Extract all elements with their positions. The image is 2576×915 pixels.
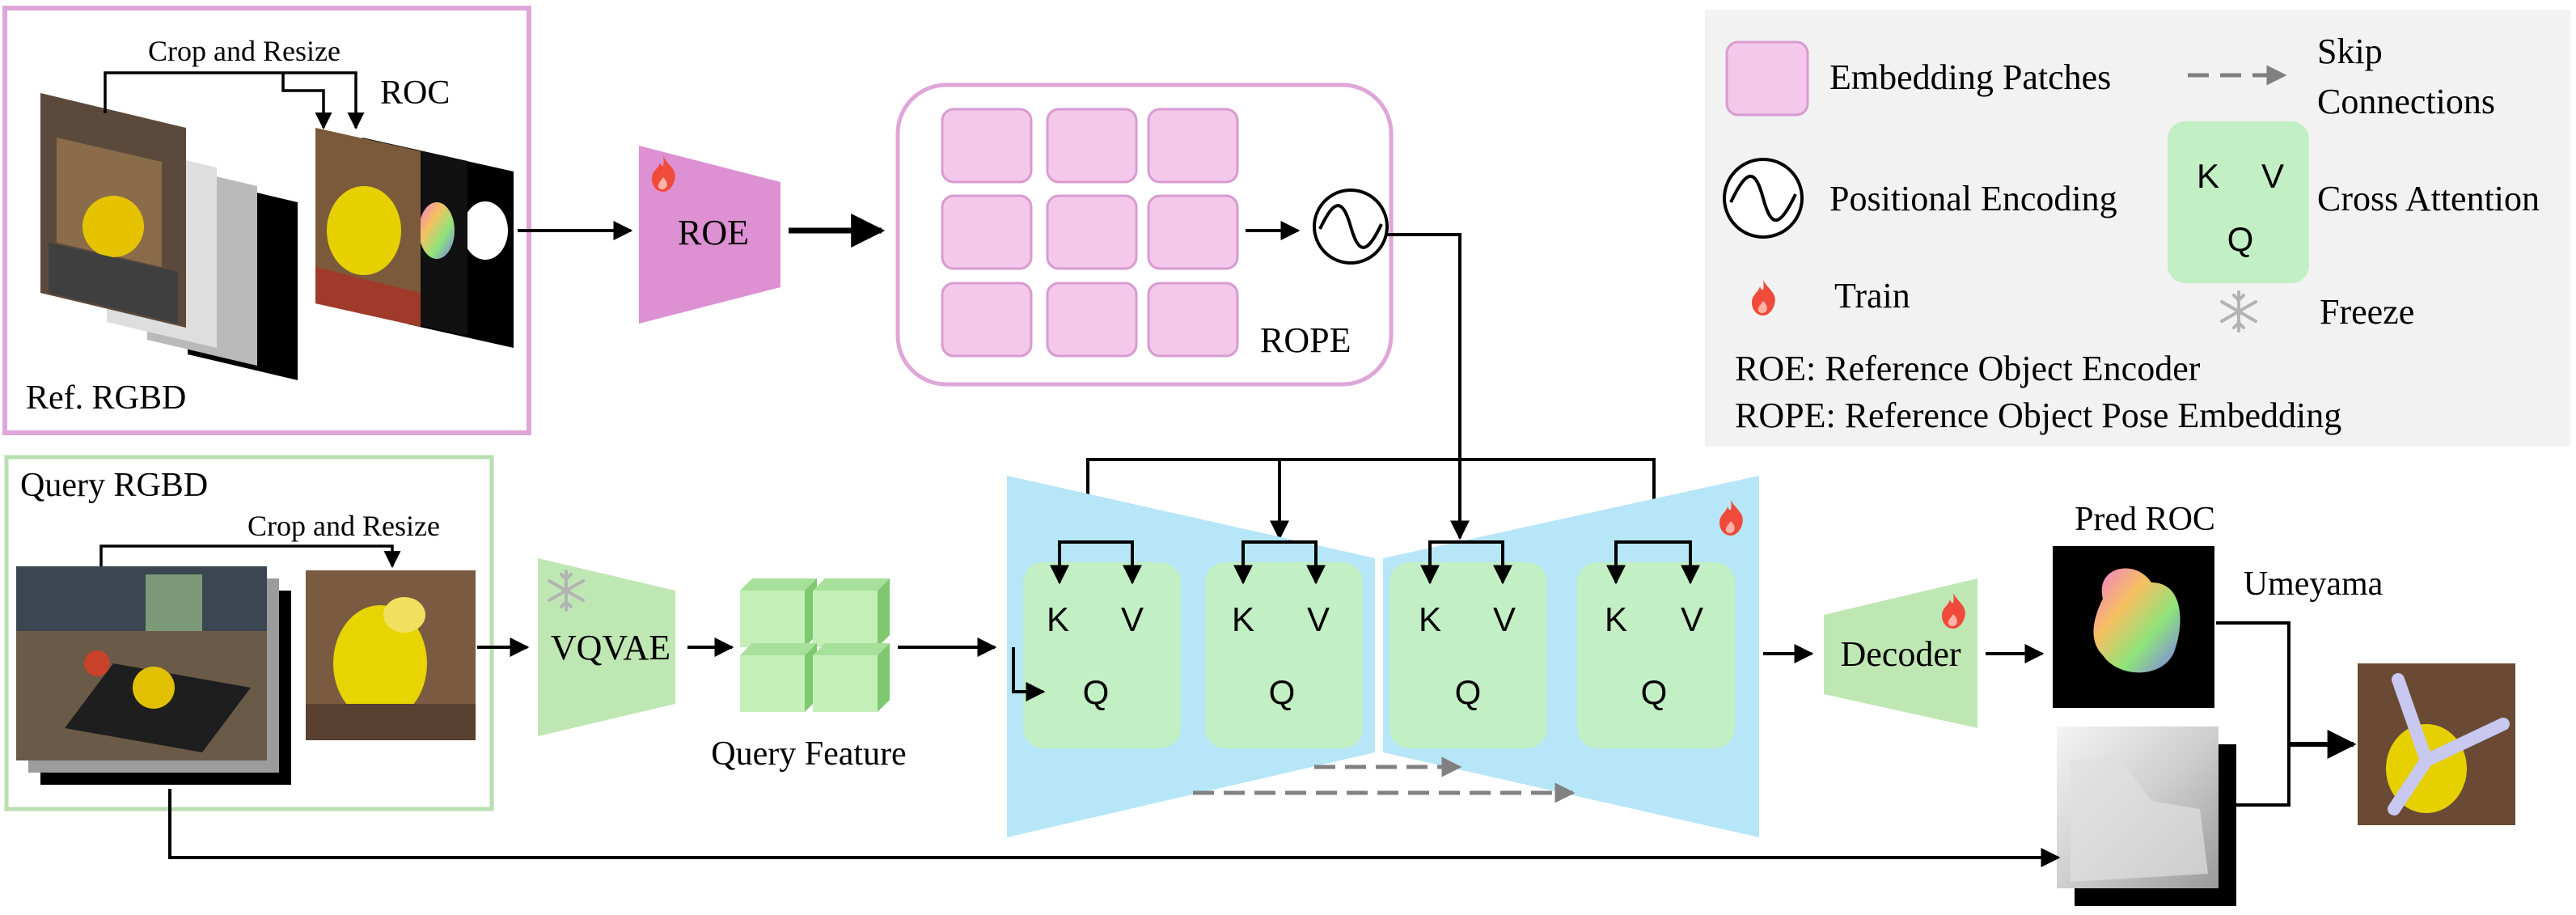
- attn1-k: K: [1047, 600, 1069, 638]
- attention-block-4: K V Q: [1577, 540, 1735, 748]
- embedding-patch: [941, 194, 1033, 270]
- ref-rgbd-stack: [40, 93, 298, 380]
- embedding-patch: [1046, 108, 1138, 184]
- ref-crop-label: Crop and Resize: [148, 35, 341, 67]
- legend-freeze-label: Freeze: [2320, 292, 2414, 332]
- ref-roc-stack: [315, 128, 514, 348]
- attention-block-2: K V Q: [1205, 540, 1363, 748]
- embedding-patch: [1147, 282, 1239, 358]
- reference-panel-border: [2, 6, 531, 435]
- embedding-patch: [941, 282, 1033, 358]
- query-rgbd-stack: [16, 566, 291, 785]
- attn3-q: Q: [1455, 673, 1482, 711]
- rope-block: ROPE: [895, 83, 1394, 387]
- attn3-v: V: [1493, 600, 1516, 638]
- reference-panel: Crop and Resize ROC Ref. RGBD: [2, 6, 531, 435]
- legend-panel: Embedding Patches Skip Connections Posit…: [1705, 10, 2570, 447]
- pose-result-image: [2358, 663, 2515, 825]
- legend-background: [1705, 10, 2570, 447]
- legend-pe-label: Positional Encoding: [1829, 179, 2117, 218]
- embedding-patch: [1147, 108, 1239, 184]
- legend-cross-attention-swatch: [2168, 121, 2309, 283]
- legend-cross-q: Q: [2227, 220, 2254, 258]
- vqvae-trapezoid: [538, 558, 675, 736]
- pred-to-umeyama-line: [2216, 621, 2290, 744]
- vqvae-encoder: VQVAE: [538, 558, 675, 736]
- query-title: Query RGBD: [20, 467, 208, 504]
- attn4-q: Q: [1641, 673, 1668, 711]
- attn2-k: K: [1232, 600, 1254, 638]
- depth-to-umeyama-line: [2220, 744, 2290, 807]
- query-depth-skip-arrow: [168, 789, 2061, 867]
- attention-block-3: K V Q: [1390, 540, 1547, 748]
- query-panel: Query RGBD Crop and Resize: [4, 455, 494, 811]
- query-crop-label: Crop and Resize: [247, 510, 440, 542]
- embedding-patch: [1046, 194, 1138, 270]
- ref-crop-arrow-2: [281, 73, 332, 130]
- umeyama-label: Umeyama: [2244, 566, 2384, 603]
- ref-crop-arrow-1: [104, 71, 365, 130]
- feature-cube: [813, 578, 890, 647]
- feature-cube: [813, 643, 890, 712]
- pred-roc-image: [2053, 546, 2214, 708]
- positional-encoding-icon: [1313, 189, 1389, 265]
- attn1-v: V: [1121, 600, 1144, 638]
- legend-roe-definition: ROE: Reference Object Encoder: [1735, 349, 2201, 388]
- query-feature-cubes: Query Feature: [711, 578, 907, 773]
- embedding-patch-grid: [941, 108, 1239, 358]
- attn4-k: K: [1605, 600, 1627, 638]
- feature-cube: [740, 578, 817, 647]
- query-depth-image: [2057, 726, 2236, 906]
- legend-cross-attention-label: Cross Attention: [2317, 179, 2540, 218]
- legend-skip-label-1: Skip: [2317, 32, 2383, 71]
- ref-roc-label: ROC: [380, 74, 450, 112]
- feature-cube: [740, 643, 817, 712]
- legend-cross-v: V: [2261, 157, 2284, 195]
- embedding-patch: [1147, 194, 1239, 270]
- rope-label: ROPE: [1260, 320, 1351, 360]
- attn2-q: Q: [1269, 673, 1296, 711]
- decoder-trapezoid: [1824, 578, 1977, 728]
- roe-encoder: ROE: [639, 146, 780, 324]
- vqvae-label: VQVAE: [551, 628, 670, 667]
- legend-patch-swatch: [1725, 40, 1809, 116]
- pe-output-line: [1387, 233, 1461, 460]
- ref-title: Ref. RGBD: [26, 379, 186, 417]
- legend-skip-label-2: Connections: [2317, 82, 2495, 121]
- legend-cross-k: K: [2197, 157, 2219, 195]
- pred-roc-label: Pred ROC: [2075, 501, 2215, 538]
- legend-embedding-label: Embedding Patches: [1829, 57, 2111, 97]
- legend-train-label: Train: [1834, 276, 1910, 316]
- legend-pe-icon: [1723, 158, 1804, 239]
- attention-block-1: K V Q: [1012, 540, 1181, 748]
- decoder-label: Decoder: [1840, 634, 1961, 674]
- query-crop-arrow: [99, 544, 401, 569]
- attn2-v: V: [1307, 600, 1330, 638]
- attn1-q: Q: [1083, 673, 1110, 711]
- legend-rope-definition: ROPE: Reference Object Pose Embedding: [1735, 396, 2341, 435]
- embedding-patch: [1046, 282, 1138, 358]
- decoder-block: Decoder: [1824, 578, 1977, 728]
- query-crop-image: [306, 570, 476, 740]
- query-feature-label: Query Feature: [711, 735, 906, 773]
- attn4-v: V: [1681, 600, 1703, 638]
- embedding-patch: [941, 108, 1033, 184]
- query-panel-border: [4, 455, 494, 811]
- roe-label: ROE: [678, 213, 749, 252]
- roe-trapezoid: [639, 146, 780, 324]
- attn3-k: K: [1419, 600, 1441, 638]
